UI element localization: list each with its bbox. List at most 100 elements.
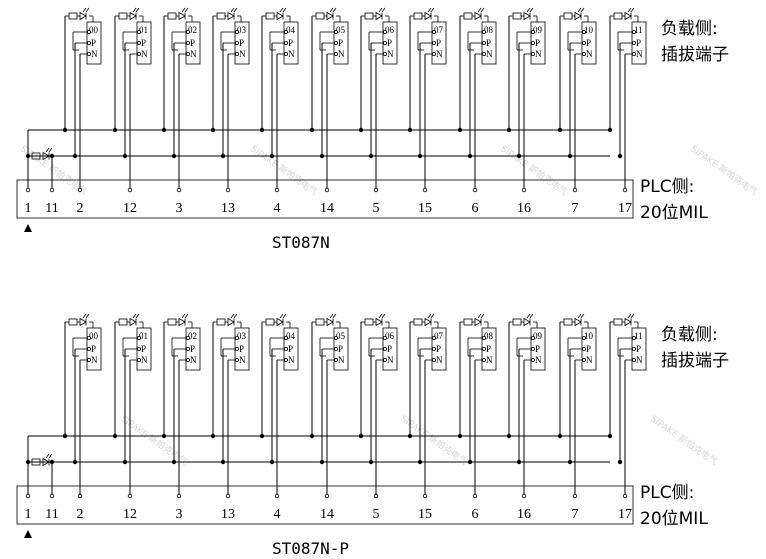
relay-pin-p: P xyxy=(288,344,293,354)
plc-pin-label: 11 xyxy=(45,201,58,216)
relay-pin-p: P xyxy=(535,38,540,48)
relay-pin-n: N xyxy=(535,355,542,365)
terminal-point xyxy=(531,29,536,34)
junction-dot xyxy=(72,153,78,159)
relay-pin-p: P xyxy=(486,344,491,354)
channel-label: 04 xyxy=(286,25,296,35)
junction-dot xyxy=(358,127,364,133)
junction-dot xyxy=(122,459,128,465)
relay-pin-n: N xyxy=(586,49,593,59)
plc-pin-label: 14 xyxy=(320,201,334,216)
terminal-point xyxy=(431,346,436,351)
led-diode-icon xyxy=(413,313,435,327)
relay-pin-n: N xyxy=(436,355,443,365)
load-side-subtitle: 插拔端子 xyxy=(661,45,729,65)
plc-pin-label: 2 xyxy=(77,507,84,522)
relay-pin-p: P xyxy=(190,344,195,354)
terminal-point xyxy=(87,29,92,34)
terminal-point xyxy=(531,346,536,351)
channel-label: 04 xyxy=(286,331,296,341)
channel-label: 08 xyxy=(484,25,494,35)
led-diode-icon xyxy=(463,313,485,327)
led-diode-icon xyxy=(167,313,189,327)
led-diode-icon xyxy=(364,7,386,21)
plc-pin-terminal xyxy=(225,187,231,193)
channel-label: 02 xyxy=(188,25,197,35)
load-side-subtitle: 插拔端子 xyxy=(661,351,729,371)
light-arrow xyxy=(332,7,337,13)
relay-pin-p: P xyxy=(239,344,244,354)
terminal-point xyxy=(481,346,486,351)
junction-dot xyxy=(259,433,265,439)
plc-pin-terminal xyxy=(49,493,55,499)
terminal-point xyxy=(431,335,436,340)
light-arrow xyxy=(282,7,287,13)
led-diode-icon xyxy=(563,313,585,327)
junction-dot xyxy=(122,153,128,159)
diode-triangle xyxy=(574,317,582,327)
junction-dot xyxy=(210,433,216,439)
led-diode-icon xyxy=(563,7,585,21)
light-arrow xyxy=(477,7,482,13)
junction-dot xyxy=(617,153,623,159)
plc-pin-label: 15 xyxy=(418,507,432,522)
plc-pin-terminal xyxy=(373,187,379,193)
light-arrow xyxy=(282,313,287,319)
plc-pin-terminal xyxy=(373,493,379,499)
terminal-point xyxy=(431,357,436,362)
light-arrow xyxy=(381,7,386,13)
diode-triangle xyxy=(326,317,334,327)
plc-pin-label: 5 xyxy=(373,507,380,522)
relay-pin-p: P xyxy=(486,38,491,48)
terminal-point xyxy=(531,52,536,57)
light-arrow xyxy=(529,313,534,319)
relay-pin-p: P xyxy=(636,38,641,48)
junction-dot xyxy=(617,459,623,465)
channel-label: 06 xyxy=(385,25,395,35)
plc-pin-label: 17 xyxy=(618,507,632,522)
light-arrow xyxy=(184,313,189,319)
resistor-symbol xyxy=(216,318,226,326)
relay-pin-n: N xyxy=(486,49,493,59)
terminal-point xyxy=(136,346,141,351)
light-arrow xyxy=(48,147,53,153)
light-arrow xyxy=(381,313,386,319)
relay-pin-p: P xyxy=(91,38,96,48)
light-arrow xyxy=(279,313,284,319)
resistor-symbol xyxy=(118,318,128,326)
terminal-point xyxy=(234,346,239,351)
resistor-symbol xyxy=(118,12,128,20)
plc-pin-label: 1 xyxy=(25,507,32,522)
plc-pin-label: 7 xyxy=(572,507,579,522)
terminal-point xyxy=(283,41,288,46)
diode-triangle xyxy=(129,317,137,327)
plc-pin-label: 5 xyxy=(373,201,380,216)
diode-triangle xyxy=(276,11,284,21)
led-diode-icon xyxy=(613,7,635,21)
junction-dot xyxy=(49,459,55,465)
relay-pin-n: N xyxy=(190,49,197,59)
terminal-point xyxy=(283,52,288,57)
light-arrow xyxy=(82,313,87,319)
terminal-point xyxy=(185,41,190,46)
light-arrow xyxy=(580,313,585,319)
plc-pin-label: 1 xyxy=(25,201,32,216)
resistor-symbol xyxy=(563,12,573,20)
terminal-point xyxy=(283,346,288,351)
junction-dot xyxy=(567,153,573,159)
plc-pin-label: 4 xyxy=(274,507,281,522)
terminal-point xyxy=(582,335,587,340)
light-arrow xyxy=(85,7,90,13)
light-arrow xyxy=(526,7,531,13)
relay-pin-p: P xyxy=(436,344,441,354)
terminal-point xyxy=(431,41,436,46)
relay-pin-p: P xyxy=(338,38,343,48)
plc-pin-terminal xyxy=(622,493,628,499)
terminal-point xyxy=(531,357,536,362)
